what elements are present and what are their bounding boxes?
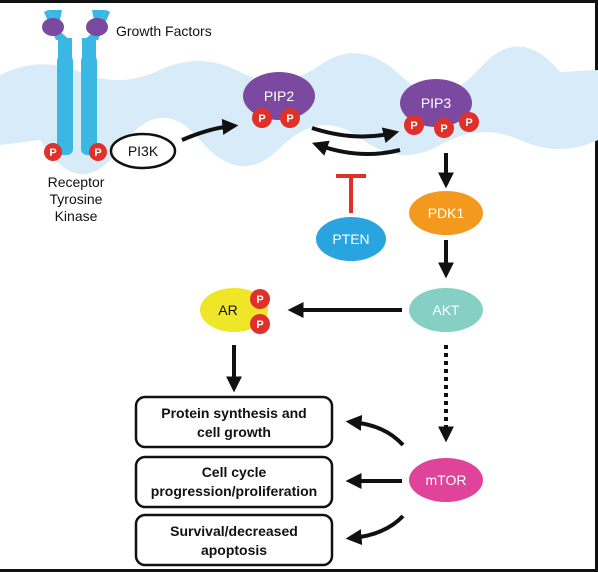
outcome-survival-line2: apoptosis [201,542,267,558]
growth-factor-left [42,18,64,36]
arrow-pip2-to-pip3 [311,126,400,143]
pip3-phosphate-3 [459,112,479,132]
arrow-mtor-to-survival [345,514,405,546]
pten-node [316,217,386,261]
phosphate-label: P [256,294,263,306]
mtor-label: mTOR [426,472,467,488]
akt-label: AKT [432,302,460,318]
ar-phosphate-2 [250,314,270,334]
ar-phosphate-1 [250,289,270,309]
mtor-node [409,458,483,502]
frame-bottom [0,569,598,572]
outcome-cycle-line2: progression/proliferation [151,483,317,499]
pi3k-label: PI3K [128,143,159,159]
phosphate-label: P [440,123,447,135]
outcome-box-cell-cycle [134,455,334,509]
outcome-protein-line1: Protein synthesis and [161,405,306,421]
phosphate-label: P [410,120,417,132]
pdk1-label: PDK1 [428,205,465,221]
pi3k-node [109,132,177,170]
frame-top [0,0,598,3]
arrow-pi3k-to-pip2 [181,118,239,142]
growth-factors-label: Growth Factors [116,23,212,39]
arrow-pip3-to-pip2 [311,140,401,156]
pip3-phosphate-2 [434,118,454,138]
akt-node [409,288,483,332]
arrow-mtor-to-protein-synthesis [345,414,405,447]
ar-label: AR [218,302,237,318]
phosphate-label: P [94,147,101,159]
phosphate-label: P [49,147,56,159]
receptor-label-line2: Tyrosine [50,191,103,207]
receptor-phosphate-right [89,143,107,161]
outcome-box-survival [134,513,334,567]
pip2-label: PIP2 [264,88,295,104]
pip3-node [400,79,472,127]
frame-right [595,0,598,572]
growth-factor-right [86,18,108,36]
pip2-phosphate-1 [252,108,272,128]
receptor-tyrosine-kinase [44,10,110,155]
pip3-phosphate-1 [404,115,424,135]
pip3-label: PIP3 [421,95,452,111]
pdk1-node [409,191,483,235]
pip2-phosphate-2 [280,108,300,128]
outcome-protein-line2: cell growth [197,424,271,440]
pten-label: PTEN [332,231,369,247]
outcome-cycle-line1: Cell cycle [202,464,267,480]
phosphate-label: P [258,113,265,125]
receptor-phosphate-left [44,143,62,161]
phosphate-label: P [465,117,472,129]
receptor-label-line3: Kinase [55,208,98,224]
outcome-survival-line1: Survival/decreased [170,523,298,539]
phosphate-label: P [256,319,263,331]
pip2-node [243,72,315,120]
outcome-box-protein-synthesis [134,395,334,449]
receptor-label-line1: Receptor [48,174,105,190]
phosphate-label: P [286,113,293,125]
